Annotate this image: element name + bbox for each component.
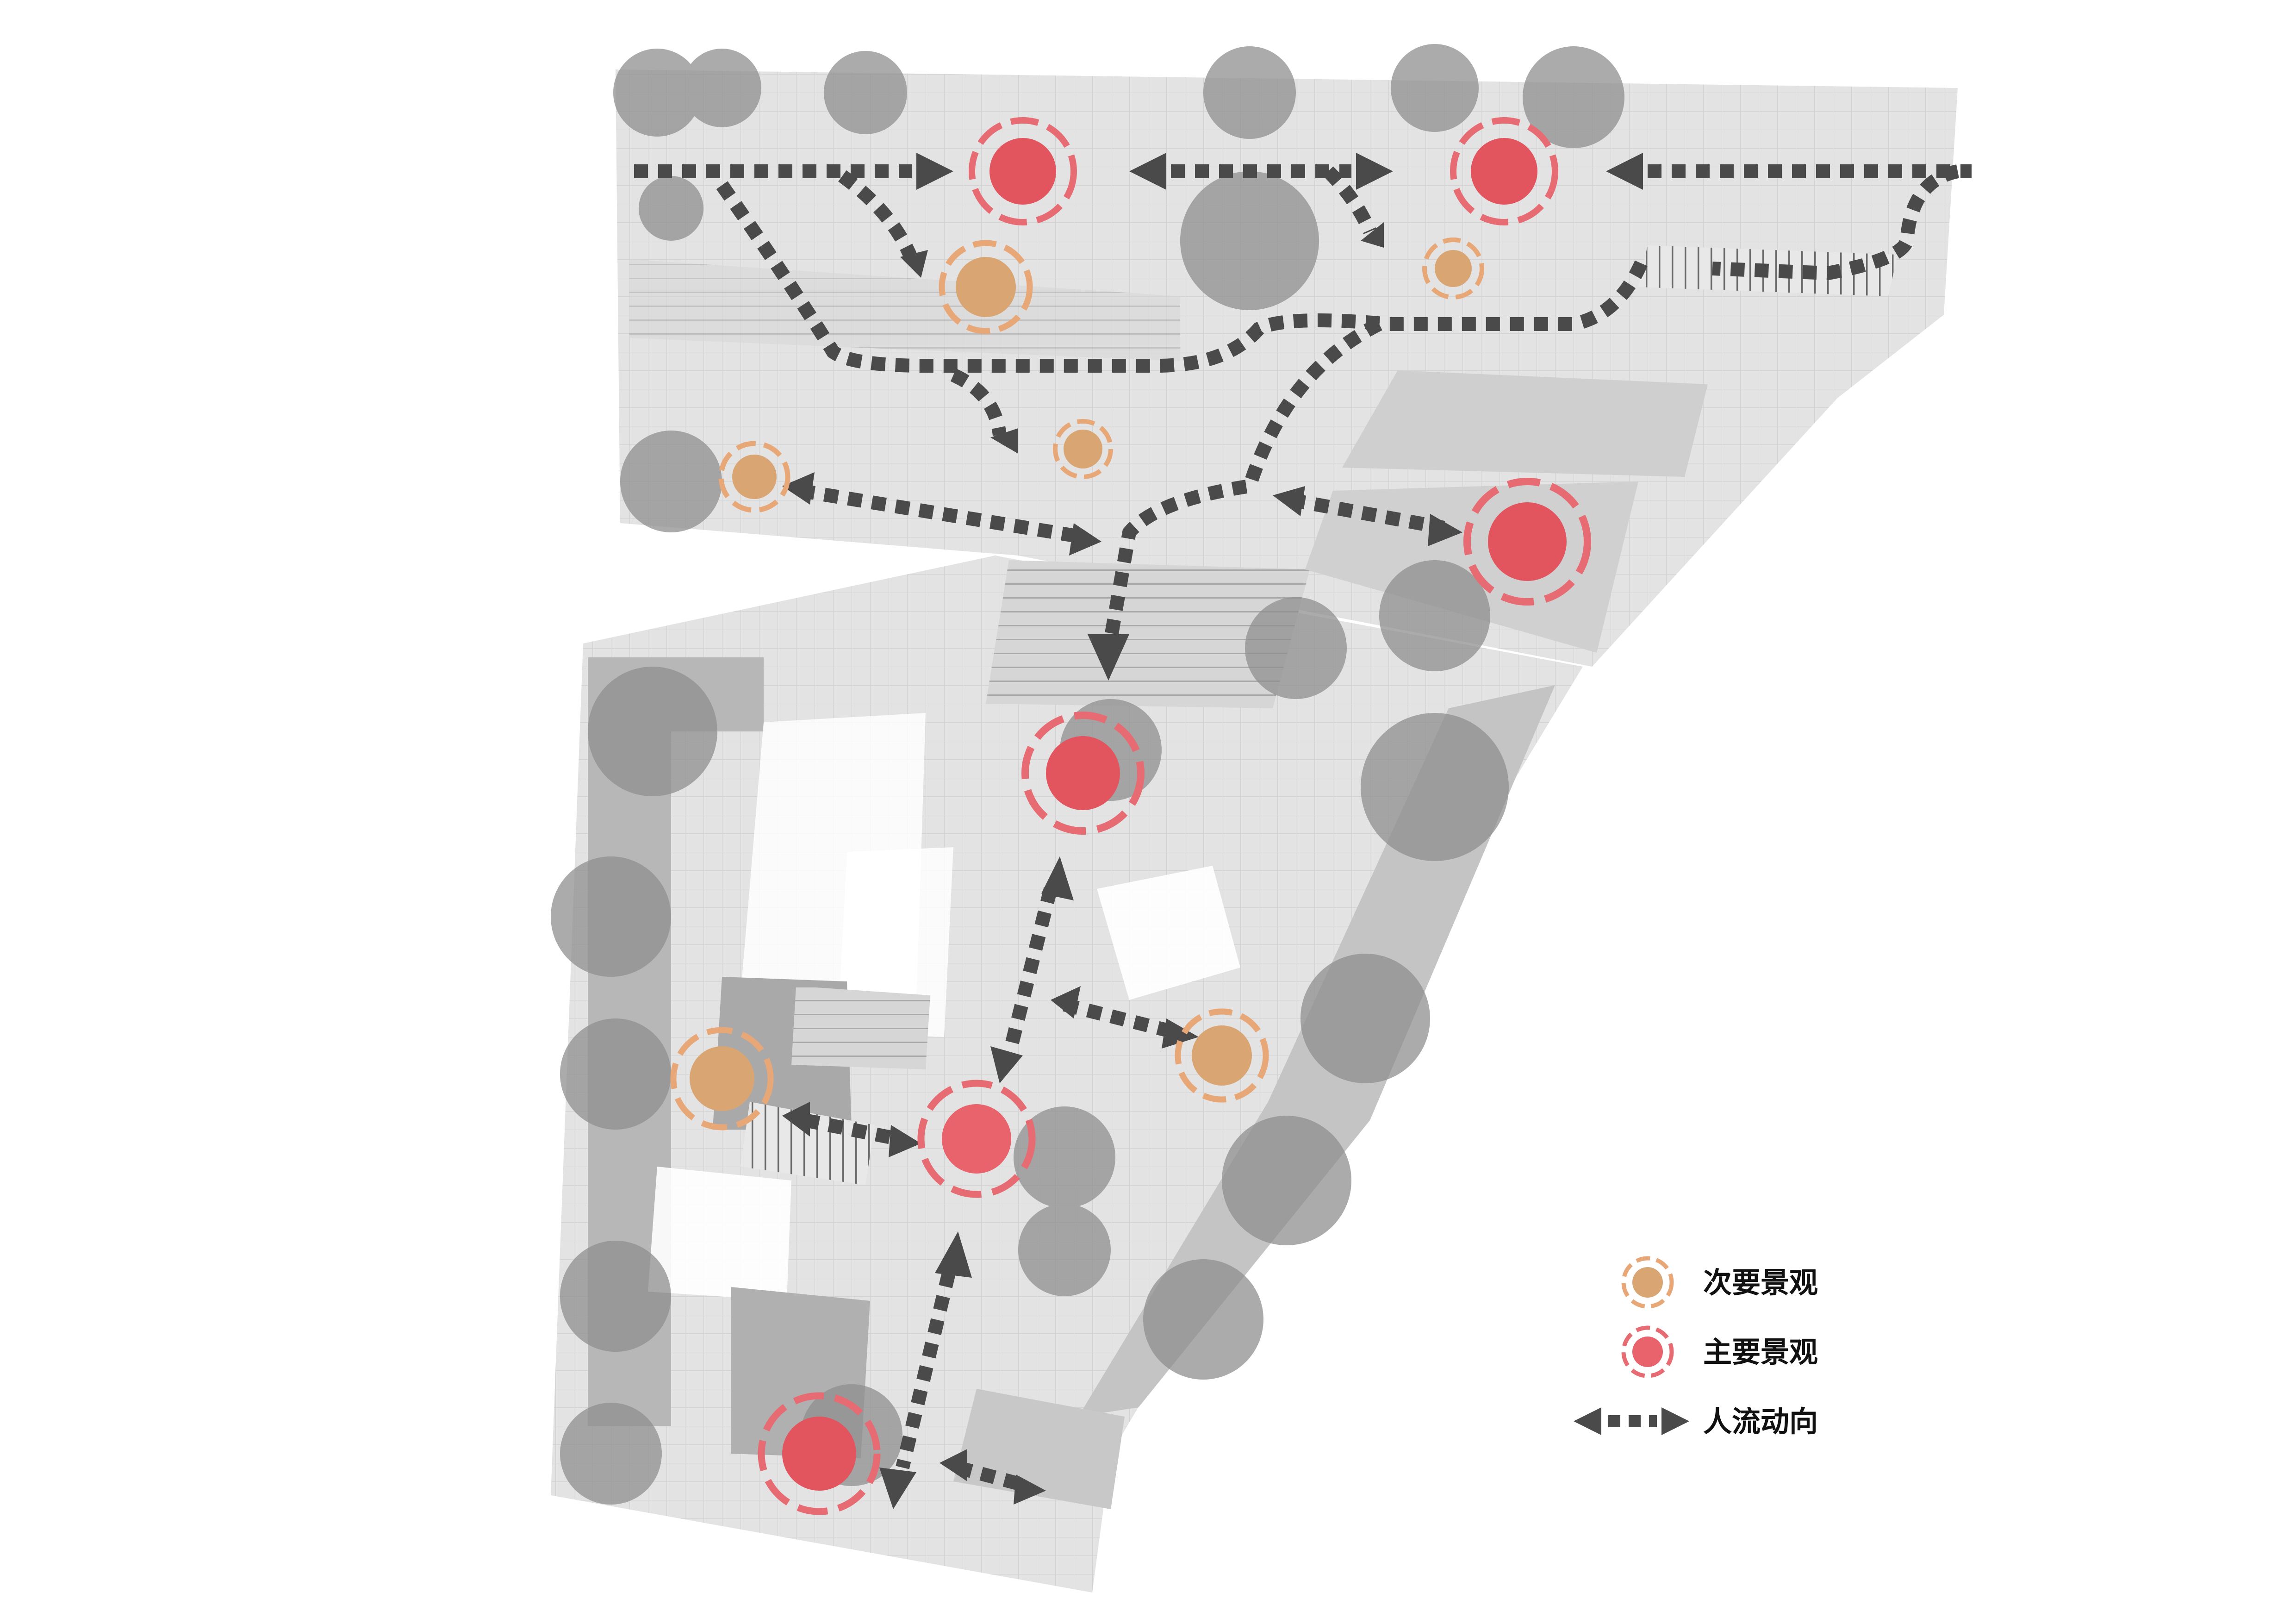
courtyard-block-d bbox=[1097, 866, 1240, 1000]
tree bbox=[1180, 171, 1319, 310]
east-terrace bbox=[1342, 370, 1708, 477]
arrowhead bbox=[1606, 153, 1643, 190]
tree bbox=[1379, 560, 1490, 671]
arrowhead bbox=[1361, 222, 1384, 248]
arrowhead bbox=[889, 1125, 921, 1157]
secondary-nodes bbox=[670, 237, 1484, 1131]
courtyard-block-b bbox=[838, 847, 953, 1037]
tree bbox=[613, 49, 701, 137]
primary-nodes bbox=[758, 117, 1591, 1515]
tree bbox=[1523, 46, 1624, 148]
primary-node bbox=[758, 1392, 881, 1515]
arrowhead bbox=[900, 250, 928, 278]
primary-node bbox=[1463, 478, 1591, 606]
arrowhead bbox=[1088, 634, 1129, 681]
arrowhead bbox=[1162, 1018, 1199, 1049]
primary-node bbox=[1021, 712, 1145, 835]
tree bbox=[551, 856, 671, 977]
north-strip-steps bbox=[629, 259, 1180, 361]
flow-path bbox=[716, 181, 1649, 373]
tree bbox=[1018, 1204, 1111, 1296]
arrowhead bbox=[1428, 514, 1462, 546]
flow-path bbox=[838, 170, 918, 262]
arrowhead bbox=[1051, 986, 1081, 1018]
tree bbox=[824, 51, 907, 134]
flow-path bbox=[1104, 318, 1382, 640]
trees bbox=[551, 44, 1624, 1505]
arrowhead bbox=[935, 1231, 972, 1278]
flow-path bbox=[896, 1271, 956, 1469]
arrowhead bbox=[1014, 1474, 1046, 1505]
arrowhead bbox=[1356, 153, 1393, 190]
legend: 次要景观 主要景观 人流动向 bbox=[1574, 1256, 1818, 1438]
tree bbox=[560, 1018, 671, 1130]
tree bbox=[588, 667, 717, 796]
arrowhead bbox=[1129, 153, 1166, 190]
tree bbox=[620, 431, 722, 532]
legend-secondary-label: 次要景观 bbox=[1703, 1266, 1818, 1299]
tree bbox=[639, 176, 703, 241]
arrowhead bbox=[1069, 523, 1101, 556]
legend-primary-swatch bbox=[1621, 1325, 1674, 1378]
secondary-node bbox=[1053, 419, 1113, 479]
arrowhead bbox=[782, 472, 815, 505]
legend-flow-swatch bbox=[1574, 1407, 1689, 1435]
arrowhead bbox=[1273, 486, 1305, 516]
legend-primary-label: 主要景观 bbox=[1703, 1335, 1818, 1369]
arrowhead bbox=[1041, 856, 1074, 900]
secondary-node bbox=[670, 1027, 774, 1131]
primary-node bbox=[917, 1080, 1036, 1198]
primary-node bbox=[969, 117, 1077, 225]
arrowhead bbox=[916, 153, 953, 190]
legend-flow-label: 人流动向 bbox=[1703, 1405, 1818, 1438]
terrace-steps bbox=[986, 560, 1310, 708]
secondary-node bbox=[1422, 237, 1484, 300]
secondary-node bbox=[718, 441, 790, 513]
tree bbox=[560, 1241, 671, 1352]
secondary-node bbox=[1175, 1008, 1269, 1103]
arrowheads bbox=[782, 153, 1643, 1509]
tree bbox=[1222, 1116, 1351, 1245]
legend-secondary-swatch bbox=[1621, 1256, 1674, 1309]
flow-path bbox=[804, 1113, 899, 1146]
arrowhead bbox=[782, 1102, 810, 1137]
stair-center bbox=[791, 986, 930, 1069]
flow-paths bbox=[634, 164, 1972, 1493]
tree bbox=[1300, 954, 1430, 1083]
arrowhead bbox=[940, 1449, 967, 1481]
tree bbox=[683, 49, 761, 127]
tree bbox=[560, 1403, 662, 1505]
arrowhead bbox=[990, 1046, 1023, 1083]
tree bbox=[1391, 44, 1479, 132]
flow-path bbox=[1063, 998, 1177, 1039]
primary-node bbox=[1450, 117, 1558, 225]
courtyard-block-c bbox=[648, 1167, 791, 1301]
arrowhead bbox=[990, 428, 1018, 454]
flow-path bbox=[1712, 164, 1960, 281]
flow-path bbox=[950, 369, 1007, 436]
flow-path bbox=[1323, 166, 1376, 234]
flow-path bbox=[1290, 493, 1445, 535]
tree bbox=[1361, 713, 1509, 861]
tree bbox=[1014, 1106, 1115, 1208]
building-southeast bbox=[953, 1389, 1125, 1509]
tree bbox=[1143, 1259, 1263, 1380]
arrowhead bbox=[879, 1468, 916, 1509]
tree bbox=[1245, 597, 1347, 699]
secondary-node bbox=[939, 240, 1033, 334]
flow-path bbox=[1002, 887, 1058, 1057]
tree bbox=[1203, 46, 1296, 139]
